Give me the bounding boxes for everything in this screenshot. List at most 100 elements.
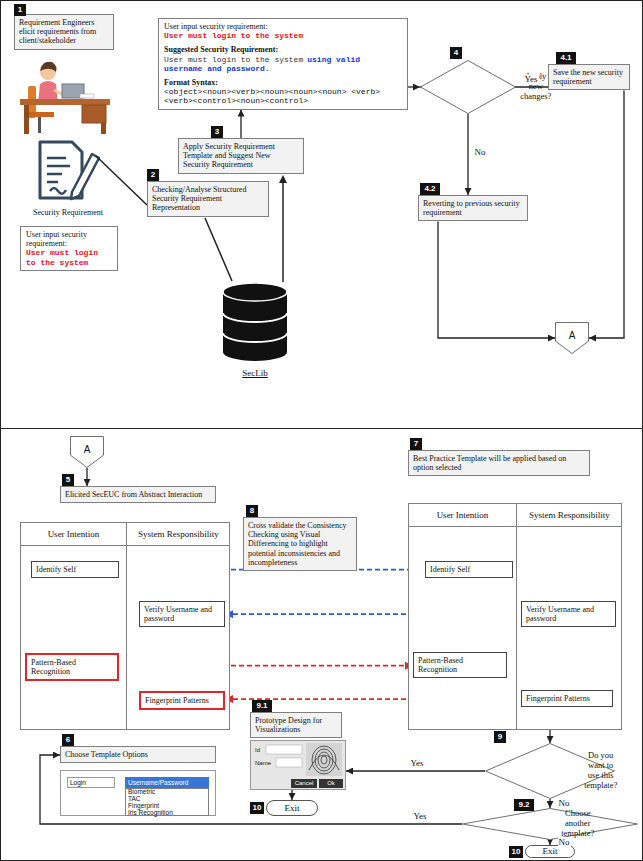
- node-text: Save the new security requirement: [553, 68, 625, 86]
- terminator: Exit: [266, 800, 318, 816]
- database-body: [223, 292, 287, 361]
- callout-number: 1: [14, 4, 26, 16]
- node-text: User must login to the system: [164, 31, 402, 40]
- node-text: A: [84, 444, 91, 456]
- node-text: Reverting to previous security requireme…: [423, 199, 523, 217]
- callout-number: 9: [494, 731, 506, 743]
- node-text: Ok: [319, 779, 343, 788]
- callout-number: 3: [211, 126, 223, 138]
- node-text: Exit: [285, 803, 300, 813]
- arrow-head: [279, 175, 287, 183]
- chair-seat: [28, 112, 54, 117]
- node-text: Exit: [543, 846, 558, 856]
- callout-number: 9.1: [252, 700, 272, 712]
- highlight-box: Pattern-Based Recognition: [25, 653, 119, 681]
- highlight-box: Fingerprint Patterns: [139, 691, 225, 710]
- connector-line: [96, 156, 147, 205]
- step-box: Verify Username and password: [139, 601, 225, 627]
- process-box: Save the new security requirement: [548, 64, 630, 90]
- rule-line: [516, 504, 517, 729]
- process-box: Cross validate the Consistency Checking …: [243, 517, 357, 571]
- flow-arrow: [240, 110, 241, 139]
- callout-number: 4.1: [556, 52, 576, 64]
- node-text: Cross validate the Consistency Checking …: [248, 521, 352, 567]
- process-box: Checking/Analyse Structured Security Req…: [147, 181, 269, 217]
- node-text: Biometric: [125, 788, 209, 795]
- node-text: Username/Password: [125, 777, 209, 788]
- flow-arrow: [86, 468, 87, 486]
- flow-arrow: [589, 90, 624, 338]
- diamond-outline: [462, 808, 638, 840]
- decision-diamond: Do you want to use this template?: [485, 743, 643, 799]
- node-text: User Intention: [409, 504, 516, 526]
- swimlane-table: User IntentionSystem ResponsibilityIdent…: [408, 503, 622, 730]
- process-box: Prototype Design for Visualizations: [250, 712, 342, 738]
- panel-frame: [1, 1, 643, 429]
- flow-arrow: [438, 221, 555, 338]
- node-text: Identify Self: [36, 565, 114, 574]
- desk-leg: [101, 123, 106, 134]
- database-icon: [223, 283, 287, 361]
- callout-number: 2: [147, 169, 159, 181]
- fingerprint-ridge: [315, 749, 333, 771]
- node-text: Format Syntax:: [164, 78, 402, 87]
- desk-top: [20, 99, 110, 105]
- desk-leg: [24, 105, 29, 134]
- process-box: Best Practice Template will be applied b…: [408, 450, 590, 476]
- step-box: Identify Self: [425, 561, 513, 578]
- process-box: Elicited SecEUC from Abstract Interactio…: [60, 486, 216, 503]
- callout-number: 4.2: [420, 183, 440, 195]
- panel-frame: [1, 429, 643, 861]
- edge-label: Yes: [523, 74, 538, 84]
- node-text: Requirement Engineers elicit requirement…: [19, 18, 109, 46]
- fingerprint-ridge: [309, 755, 339, 770]
- callout-number: 8: [246, 505, 258, 517]
- input-box: User input security requirement:User mus…: [20, 226, 118, 271]
- process-box: Requirement Engineers elicit requirement…: [14, 14, 114, 50]
- diamond-shape: [463, 809, 638, 840]
- node-text: Prototype Design for Visualizations: [255, 716, 337, 734]
- edge-label: No: [558, 837, 571, 847]
- node-text: User input security requirement:: [26, 230, 112, 248]
- process-box: Choose Template Options: [60, 746, 216, 763]
- node-text: Choose Template Options: [65, 750, 211, 759]
- person-hair: [40, 62, 57, 72]
- diamond-shape: [421, 61, 516, 114]
- caption-label: SecLib: [220, 368, 290, 378]
- offpage-connector: A: [70, 436, 104, 468]
- node-text: <object><noun><verb><noun><noun><noun> <…: [164, 87, 402, 105]
- offpage-shape: [556, 323, 589, 354]
- rule-line: [409, 526, 621, 527]
- node-text: Name: [255, 759, 277, 767]
- flow-arrow: [549, 799, 550, 808]
- fingerprint-icon: [306, 743, 342, 776]
- edge-label: No: [558, 798, 571, 808]
- requirement-panel: User input security requirement:User mus…: [158, 18, 408, 110]
- flow-arrow: [467, 114, 468, 195]
- callout-number: 10: [509, 846, 523, 858]
- callout-number: 4: [450, 47, 462, 59]
- caption-label: Security Requirement: [18, 208, 118, 217]
- flow-arrow: [408, 86, 420, 87]
- node-text: System Responsibility: [516, 504, 623, 526]
- node-text: Pattern-Based Recognition: [31, 658, 113, 676]
- edge-label: No: [474, 147, 487, 157]
- node-text: Do you want to use this template?: [584, 751, 617, 790]
- desk-drawer: [82, 105, 106, 123]
- node-text: System Responsibility: [126, 523, 231, 545]
- decision-diamond: Choose another template?: [462, 808, 643, 840]
- prototype-screen: IdNameCancelOk: [250, 740, 346, 790]
- chair-leg: [38, 117, 41, 133]
- callout-number: 10: [250, 802, 264, 814]
- pen: [71, 154, 99, 199]
- rule-line: [125, 788, 126, 816]
- node-text: TAC: [125, 795, 209, 802]
- node-text: Elicited SecEUC from Abstract Interactio…: [65, 490, 211, 499]
- callout-number: 5: [62, 474, 74, 486]
- database-bands: [223, 313, 287, 342]
- database-top: [223, 283, 287, 301]
- node-text: Id: [255, 746, 267, 754]
- rule-line: [21, 545, 229, 546]
- node-text: Iris Recognition: [125, 809, 209, 816]
